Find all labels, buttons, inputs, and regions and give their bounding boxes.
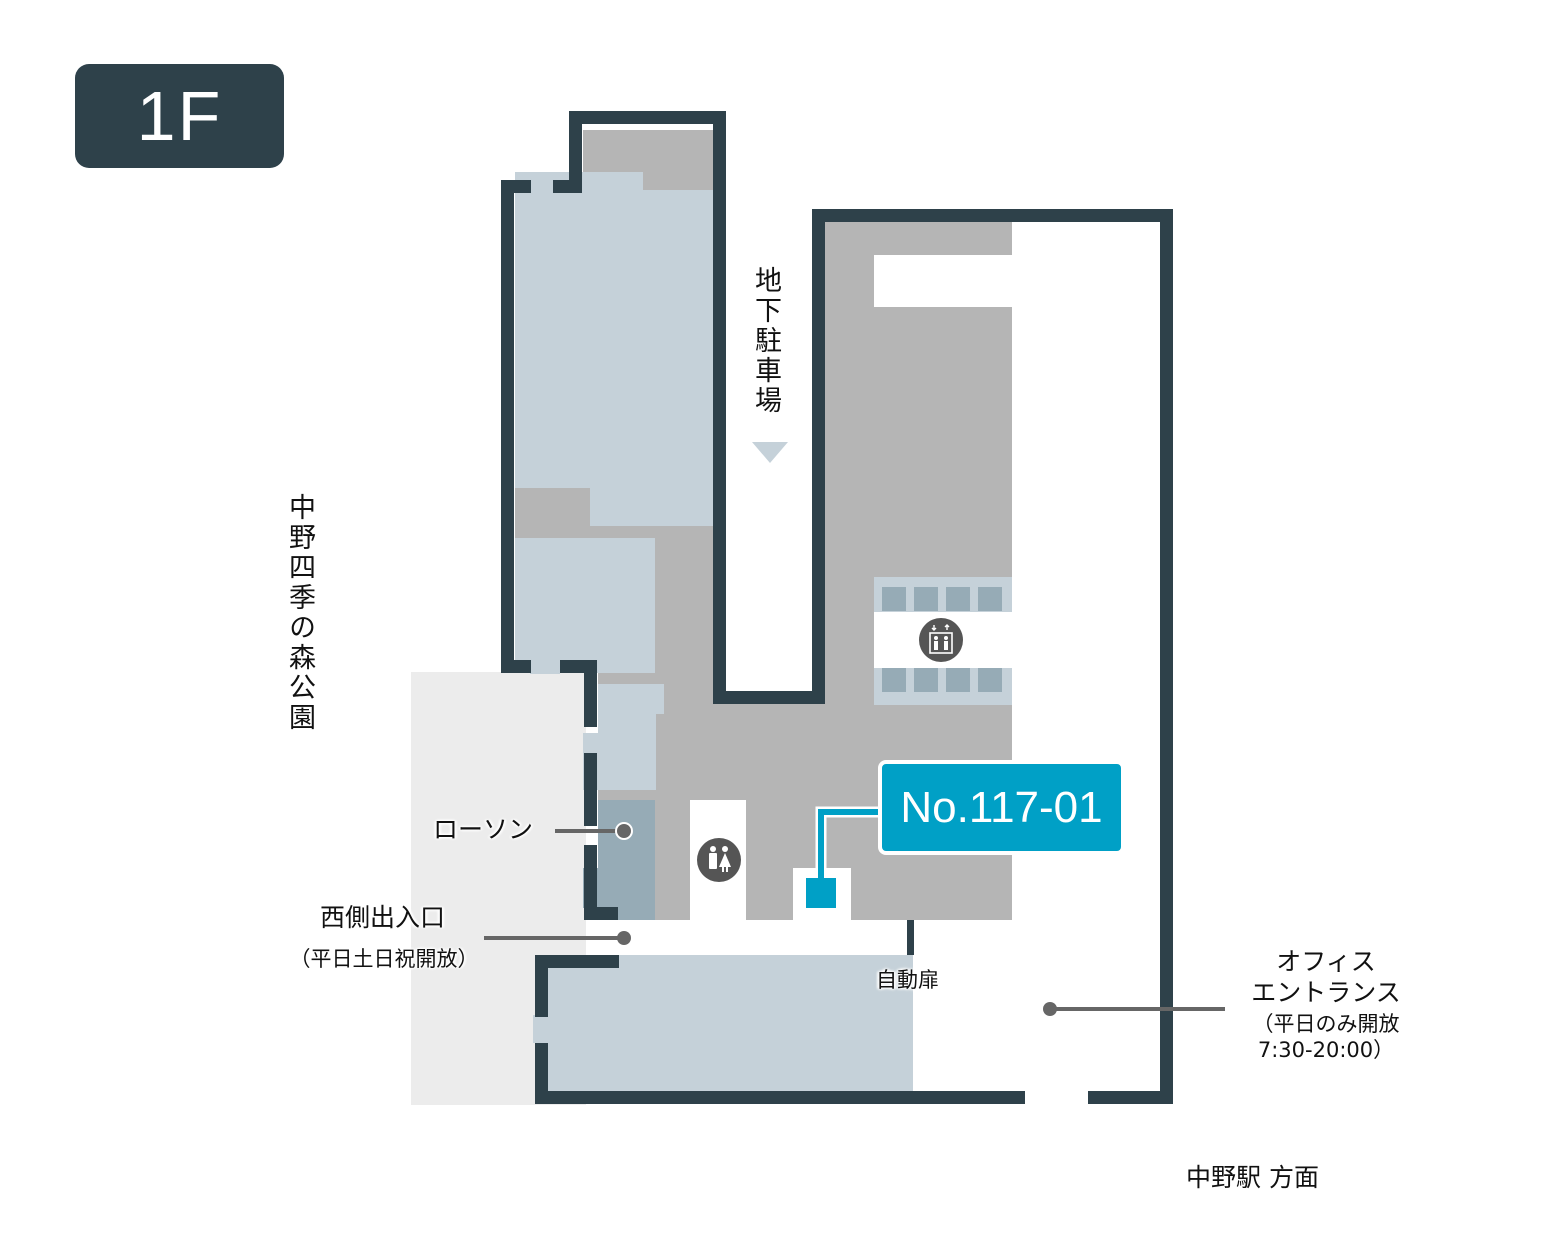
automatic-door-label: 自動扉 <box>876 968 939 992</box>
office-entrance-label-line2: エントランス <box>1251 978 1401 1008</box>
floor-label: 1F <box>136 77 223 155</box>
tenant-space-west <box>515 538 655 673</box>
restroom-icon[interactable] <box>697 838 741 882</box>
office-entrance-hours-line1: （平日のみ開放 <box>1252 1011 1400 1036</box>
office-entrance-hours-line2: 7:30-20:00） <box>1257 1037 1395 1062</box>
west-entrance-label: 西側出入口 <box>319 903 445 932</box>
lawson-store-area <box>598 800 655 920</box>
unit-117-01-marker[interactable] <box>806 878 836 908</box>
elevator-icon[interactable] <box>919 618 963 662</box>
unit-leader-line <box>818 809 880 880</box>
underground-parking-label: 地下駐車場 <box>750 266 781 416</box>
tenant-space-north <box>515 172 713 488</box>
floor-badge: 1F <box>75 64 284 168</box>
west-entrance-hours: （平日土日祝開放） <box>289 947 479 971</box>
park-label: 中野四季の森公園 <box>284 493 315 733</box>
arrow-down-triangle-icon <box>752 442 788 463</box>
walls <box>501 111 1173 1104</box>
unit-label: No.117-01 <box>900 782 1103 832</box>
direction-station-label: 中野駅 方面 <box>1186 1163 1319 1192</box>
office-entrance-label-line1: オフィス <box>1276 947 1376 976</box>
office-entrance-block: オフィス エントランス （平日のみ開放 7:30-20:00） <box>1236 946 1416 1063</box>
elevator-shafts <box>882 587 1002 692</box>
leader-lines <box>484 822 1225 1016</box>
unit-117-01-callout[interactable]: No.117-01 <box>878 760 1125 855</box>
lawson-label: ローソン <box>433 815 534 844</box>
tenant-space-south <box>548 1000 913 1092</box>
